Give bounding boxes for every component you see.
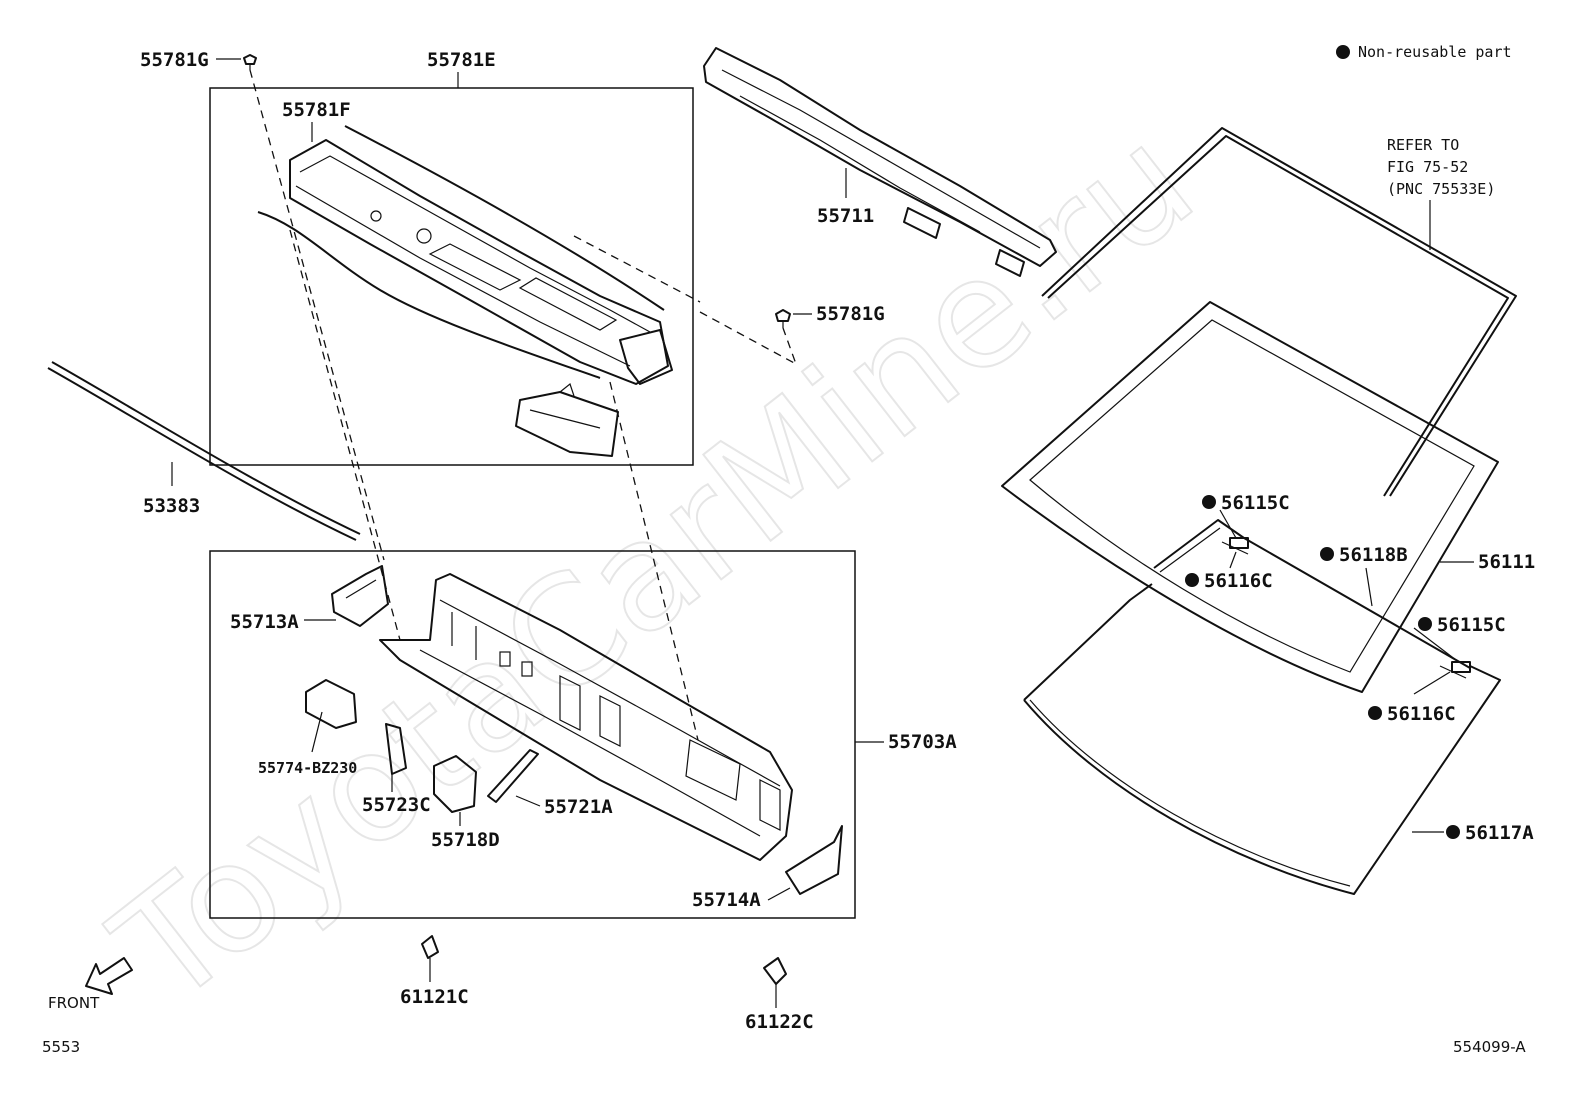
bracket-55723C xyxy=(385,723,407,775)
cowl-top-panel-55711 xyxy=(703,47,1057,277)
label-56116C-lower: 56116C xyxy=(1387,703,1456,725)
label-61121C: 61121C xyxy=(400,986,469,1008)
dot-56116C-lower-icon xyxy=(1368,706,1382,720)
spacer-56116C-upper xyxy=(1221,541,1249,555)
label-56116C-upper: 56116C xyxy=(1204,570,1273,592)
clip-61121C xyxy=(421,935,439,982)
bracket-55713A xyxy=(331,565,389,627)
bracket-55718D xyxy=(433,755,477,813)
bracket-55721A xyxy=(487,749,539,803)
bracket-55774-BZ230 xyxy=(305,679,357,729)
windshield-molding xyxy=(1041,127,1517,497)
label-56118B: 56118B xyxy=(1339,544,1408,566)
label-53383: 53383 xyxy=(143,495,200,517)
seal-53383 xyxy=(47,361,361,541)
spacer-56116C-lower xyxy=(1439,665,1467,679)
windshield-glass-56111 xyxy=(1001,301,1499,693)
legend-text: Non-reusable part xyxy=(1358,43,1512,61)
label-55713A: 55713A xyxy=(230,611,299,633)
label-56115C-upper: 56115C xyxy=(1221,492,1290,514)
legend-dot-icon xyxy=(1336,45,1350,59)
label-55703A: 55703A xyxy=(888,731,957,753)
label-56117A: 56117A xyxy=(1465,822,1534,844)
cowl-louver-part xyxy=(257,125,673,457)
dam-56118B xyxy=(1153,519,1471,669)
footer-right-code: 554099-A xyxy=(1453,1038,1526,1056)
legend: Non-reusable part xyxy=(1336,43,1512,61)
spacer-56115C-lower xyxy=(1451,661,1471,673)
label-55718D: 55718D xyxy=(431,829,500,851)
clip-61122C xyxy=(763,957,787,1008)
label-56115C-lower: 56115C xyxy=(1437,614,1506,636)
label-56111: 56111 xyxy=(1478,551,1535,573)
label-55711: 55711 xyxy=(817,205,874,227)
dam-56117A xyxy=(1023,583,1501,895)
front-label: FRONT xyxy=(48,994,100,1012)
front-arrow-icon xyxy=(85,957,133,995)
clip-55781G-mid xyxy=(775,309,812,328)
label-55721A: 55721A xyxy=(544,796,613,818)
spacer-56115C-upper xyxy=(1229,537,1249,549)
clip-55781G-top xyxy=(216,54,257,70)
label-55781G-mid: 55781G xyxy=(816,303,885,325)
refer-note-line1: REFER TO xyxy=(1387,136,1459,154)
label-55774-BZ230: 55774-BZ230 xyxy=(258,759,357,777)
refer-note-line2: FIG 75-52 xyxy=(1387,158,1468,176)
label-55714A: 55714A xyxy=(692,889,761,911)
bracket-55714A xyxy=(785,825,843,895)
label-55781E: 55781E xyxy=(427,49,496,71)
dot-56116C-upper-icon xyxy=(1185,573,1199,587)
label-55723C: 55723C xyxy=(362,794,431,816)
label-55781F: 55781F xyxy=(282,99,351,121)
cowl-louver-group-box xyxy=(209,87,694,466)
dot-56115C-upper-icon xyxy=(1202,495,1216,509)
cowl-panel-55703A xyxy=(379,573,793,861)
label-55781G-top: 55781G xyxy=(140,49,209,71)
dot-56115C-lower-icon xyxy=(1418,617,1432,631)
label-61122C: 61122C xyxy=(745,1011,814,1033)
footer-left-code: 5553 xyxy=(42,1038,80,1056)
dot-56117A-icon xyxy=(1446,825,1460,839)
cowl-panel-group-box xyxy=(209,550,856,919)
watermark: ToyotaCarMine.ru xyxy=(84,94,1225,1038)
dot-56118B-icon xyxy=(1320,547,1334,561)
refer-note-line3: (PNC 75533E) xyxy=(1387,180,1495,198)
